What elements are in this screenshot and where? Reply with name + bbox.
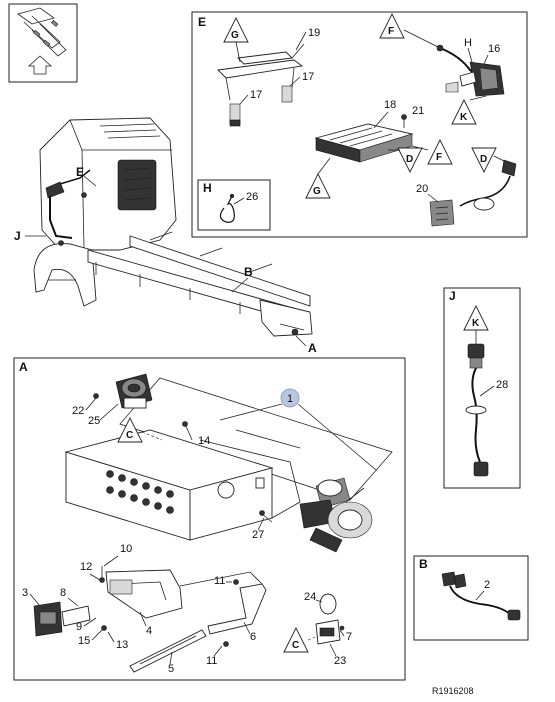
orientation-icon: [8, 3, 78, 83]
svg-text:14: 14: [198, 435, 210, 447]
grommet-grid: [106, 470, 174, 514]
svg-text:15: 15: [78, 635, 90, 647]
svg-text:7: 7: [346, 631, 352, 643]
svg-text:25: 25: [88, 415, 100, 427]
svg-text:12: 12: [80, 561, 92, 573]
svg-text:G: G: [313, 186, 321, 197]
svg-text:K: K: [472, 318, 480, 329]
callout-a: A: [308, 341, 317, 355]
svg-text:16: 16: [488, 43, 500, 55]
svg-text:22: 22: [72, 405, 84, 417]
svg-text:C: C: [292, 640, 299, 651]
svg-text:5: 5: [168, 663, 174, 675]
svg-text:11: 11: [214, 575, 225, 587]
callout-e: E: [76, 165, 84, 179]
svg-text:23: 23: [334, 655, 346, 667]
panel-j-label: J: [449, 289, 456, 303]
panel-j: J K 28: [443, 287, 521, 489]
svg-text:F: F: [436, 152, 442, 163]
svg-text:1: 1: [287, 393, 293, 405]
svg-text:28: 28: [496, 379, 508, 391]
svg-text:8: 8: [60, 587, 66, 599]
svg-text:10: 10: [120, 543, 132, 555]
panel-a-label: A: [19, 360, 28, 374]
callout-1-highlight: [280, 388, 300, 408]
reference-code: R1916208: [432, 686, 474, 696]
svg-text:C: C: [126, 430, 133, 441]
panel-b: B 2: [413, 555, 529, 641]
svg-text:27: 27: [252, 529, 264, 541]
svg-text:18: 18: [384, 99, 396, 111]
svg-text:D: D: [480, 154, 487, 165]
callout-j: J: [14, 229, 21, 243]
panel-b-label: B: [419, 557, 428, 571]
svg-text:2: 2: [484, 579, 490, 591]
panel-h-label: H: [203, 181, 212, 195]
svg-text:24: 24: [304, 591, 316, 603]
svg-text:H: H: [464, 37, 472, 49]
svg-text:4: 4: [146, 625, 152, 637]
svg-text:D: D: [406, 154, 413, 165]
svg-text:20: 20: [416, 183, 428, 195]
overview-callouts: E J B A: [14, 165, 317, 355]
svg-text:6: 6: [250, 631, 256, 643]
svg-text:K: K: [460, 112, 468, 123]
svg-text:21: 21: [412, 105, 424, 117]
svg-text:17: 17: [250, 89, 262, 101]
svg-text:26: 26: [246, 191, 258, 203]
panel-e: E G 19 17 17 F H 16 K: [191, 11, 528, 238]
panel-e-label: E: [198, 15, 206, 29]
truck-overview: [33, 117, 313, 337]
svg-text:17: 17: [302, 71, 314, 83]
svg-text:3: 3: [22, 587, 28, 599]
svg-text:9: 9: [76, 621, 82, 633]
panel-a: A 1 22 25: [13, 357, 406, 681]
svg-text:19: 19: [308, 27, 320, 39]
svg-text:F: F: [388, 26, 394, 37]
svg-text:G: G: [231, 30, 239, 41]
svg-text:13: 13: [116, 639, 128, 651]
svg-text:11: 11: [206, 655, 217, 667]
callout-b: B: [244, 265, 253, 279]
